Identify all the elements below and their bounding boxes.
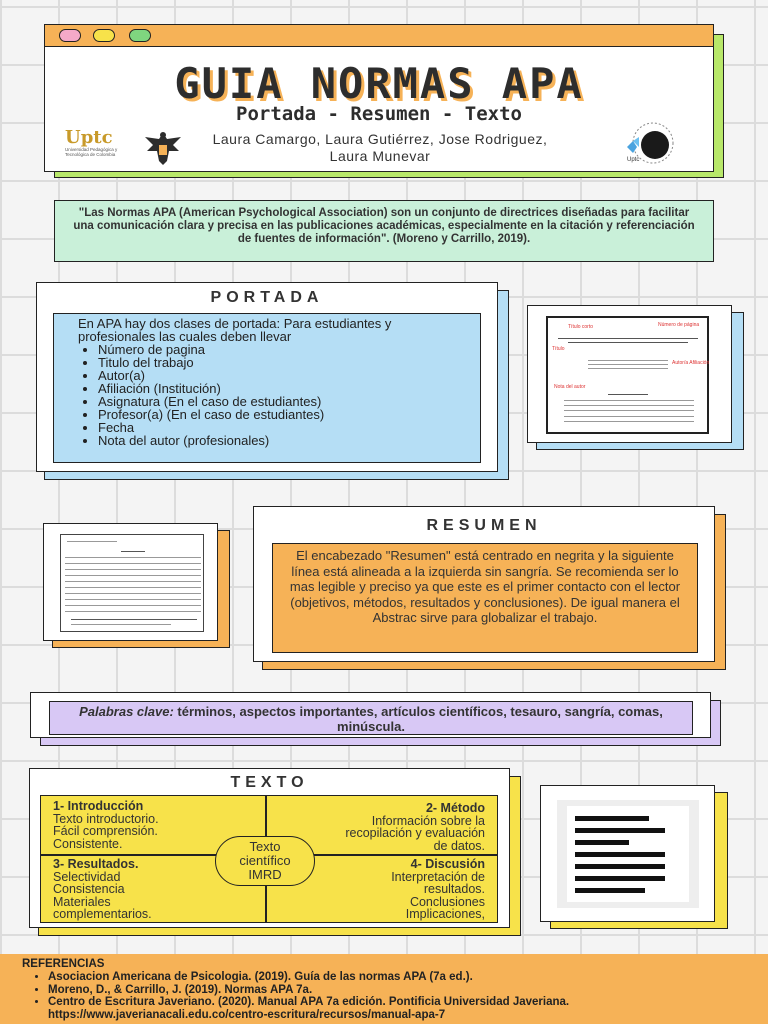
list-item: Asignatura (En el caso de estudiantes)	[98, 395, 472, 408]
q1-line: Texto introductorio.	[53, 811, 159, 826]
window-dot-green-icon	[129, 29, 151, 42]
thumb-label: Título corto	[568, 324, 594, 330]
right-logo-text: Uptc	[627, 157, 640, 163]
seal-icon	[627, 122, 674, 164]
imrd-line: científico	[239, 853, 291, 868]
list-item: Fecha	[98, 421, 472, 434]
portada-content: En APA hay dos clases de portada: Para e…	[53, 313, 481, 463]
page-title: GUIA NORMAS APA	[174, 59, 584, 108]
resumen-thumb-frame	[43, 523, 218, 641]
list-item: Nota del autor (profesionales)	[98, 434, 472, 447]
palabras-label: Palabras clave:	[79, 704, 174, 719]
thumb-label: Título	[552, 346, 565, 352]
thumb-label: Nota del autor	[554, 384, 586, 390]
eagle-crest-icon	[145, 132, 181, 165]
apa-definition-quote: "Las Normas APA (American Psychological …	[54, 200, 714, 262]
referencias-title: REFERENCIAS	[22, 958, 105, 970]
uptc-logo-subtext: Universidad Pedagógica y Tecnológica de …	[65, 147, 118, 157]
portada-title: PORTADA	[210, 289, 324, 306]
referencias-list: Asociacion Americana de Psicologia. (201…	[22, 971, 748, 1021]
list-item: Autor(a)	[98, 369, 472, 382]
right-logo: Uptc	[597, 121, 687, 167]
header-window: GUIA NORMAS APA Portada - Resumen - Text…	[44, 24, 714, 172]
palabras-card: Palabras clave: términos, aspectos impor…	[30, 692, 711, 738]
q2-line: de datos.	[433, 838, 485, 853]
portada-thumb-frame: Título corto Número de página Título Aut…	[527, 305, 732, 443]
palabras-text: términos, aspectos importantes, artículo…	[173, 704, 663, 734]
thumb-label: Número de página	[658, 322, 700, 328]
q3-line: Materiales	[53, 894, 111, 909]
list-item: Profesor(a) (En el caso de estudiantes)	[98, 408, 472, 421]
resumen-title: RESUMEN	[426, 517, 542, 534]
list-item: Moreno, D., & Carrillo, J. (2019). Norma…	[48, 984, 748, 997]
portada-intro: En APA hay dos clases de portada: Para e…	[78, 316, 392, 344]
quadrant-introduccion: 1- Introducción Texto introductorio. Fác…	[53, 800, 159, 850]
q1-title: 1- Introducción	[53, 799, 144, 813]
header-titlebar	[45, 25, 713, 47]
authors: Laura Camargo, Laura Gutiérrez, Jose Rod…	[212, 131, 548, 164]
texto-grid: 1- Introducción Texto introductorio. Fác…	[40, 795, 498, 923]
page-subtitle: Portada - Resumen - Texto	[236, 103, 522, 125]
q3-line: complementarios.	[53, 907, 152, 921]
q2-line: Información sobre la	[371, 813, 485, 828]
resumen-thumb-page	[60, 534, 204, 632]
referencias-footer: REFERENCIAS Asociacion Americana de Psic…	[0, 954, 768, 1024]
q4-title: 4- Discusión	[410, 857, 485, 871]
window-dot-pink-icon	[59, 29, 81, 42]
palabras-clave: Palabras clave: términos, aspectos impor…	[49, 701, 693, 735]
imrd-line: Texto	[249, 839, 281, 854]
portada-thumb-page: Título corto Número de página Título Aut…	[546, 316, 709, 434]
window-dot-yellow-icon	[93, 29, 115, 42]
resumen-card: RESUMEN El encabezado "Resumen" está cen…	[253, 506, 715, 662]
q1-line: Fácil comprensión.	[53, 824, 158, 838]
quadrant-discusion: 4- Discusión Interpretación de resultado…	[391, 858, 485, 921]
list-item: Asociacion Americana de Psicologia. (201…	[48, 971, 748, 984]
texto-thumb-frame	[540, 785, 715, 922]
q4-line: resultados.	[423, 882, 485, 896]
list-item: Titulo del trabajo	[98, 356, 472, 369]
q3-title: 3- Resultados.	[53, 857, 139, 871]
q2-title: 2- Método	[425, 801, 485, 815]
uptc-logo: Uptc Universidad Pedagógica y Tecnológic…	[65, 129, 135, 165]
q3-line: Consistencia	[53, 882, 125, 896]
quadrant-resultados: 3- Resultados. Selectividad Consistencia…	[53, 858, 152, 921]
portada-card: PORTADA En APA hay dos clases de portada…	[36, 282, 498, 472]
thumb-label: Autor/a Afiliación	[672, 360, 710, 366]
resumen-body: El encabezado "Resumen" está centrado en…	[272, 543, 698, 653]
uptc-logo-text: Uptc	[65, 127, 113, 148]
list-item: Número de pagina	[98, 343, 472, 356]
q4-line: Interpretación de	[391, 869, 485, 884]
imrd-center-badge: Texto científico IMRD	[215, 836, 315, 886]
list-item: Afiliación (Institución)	[98, 382, 472, 395]
texto-thumb-page	[557, 800, 699, 908]
q4-line: Conclusiones	[409, 894, 485, 909]
texto-title: TEXTO	[230, 774, 309, 791]
portada-list: Número de pagina Titulo del trabajo Auto…	[80, 343, 472, 447]
texto-card: TEXTO 1- Introducción Texto introductori…	[29, 768, 510, 928]
q3-line: Selectividad	[53, 869, 121, 884]
quadrant-metodo: 2- Método Información sobre la recopilac…	[345, 802, 485, 852]
q4-line: Implicaciones,	[405, 907, 485, 921]
q1-line: Consistente.	[53, 836, 123, 851]
imrd-line: IMRD	[248, 867, 282, 882]
q2-line: recopilación y evaluación	[345, 826, 485, 840]
list-item: Centro de Escritura Javeriano. (2020). M…	[48, 996, 748, 1021]
